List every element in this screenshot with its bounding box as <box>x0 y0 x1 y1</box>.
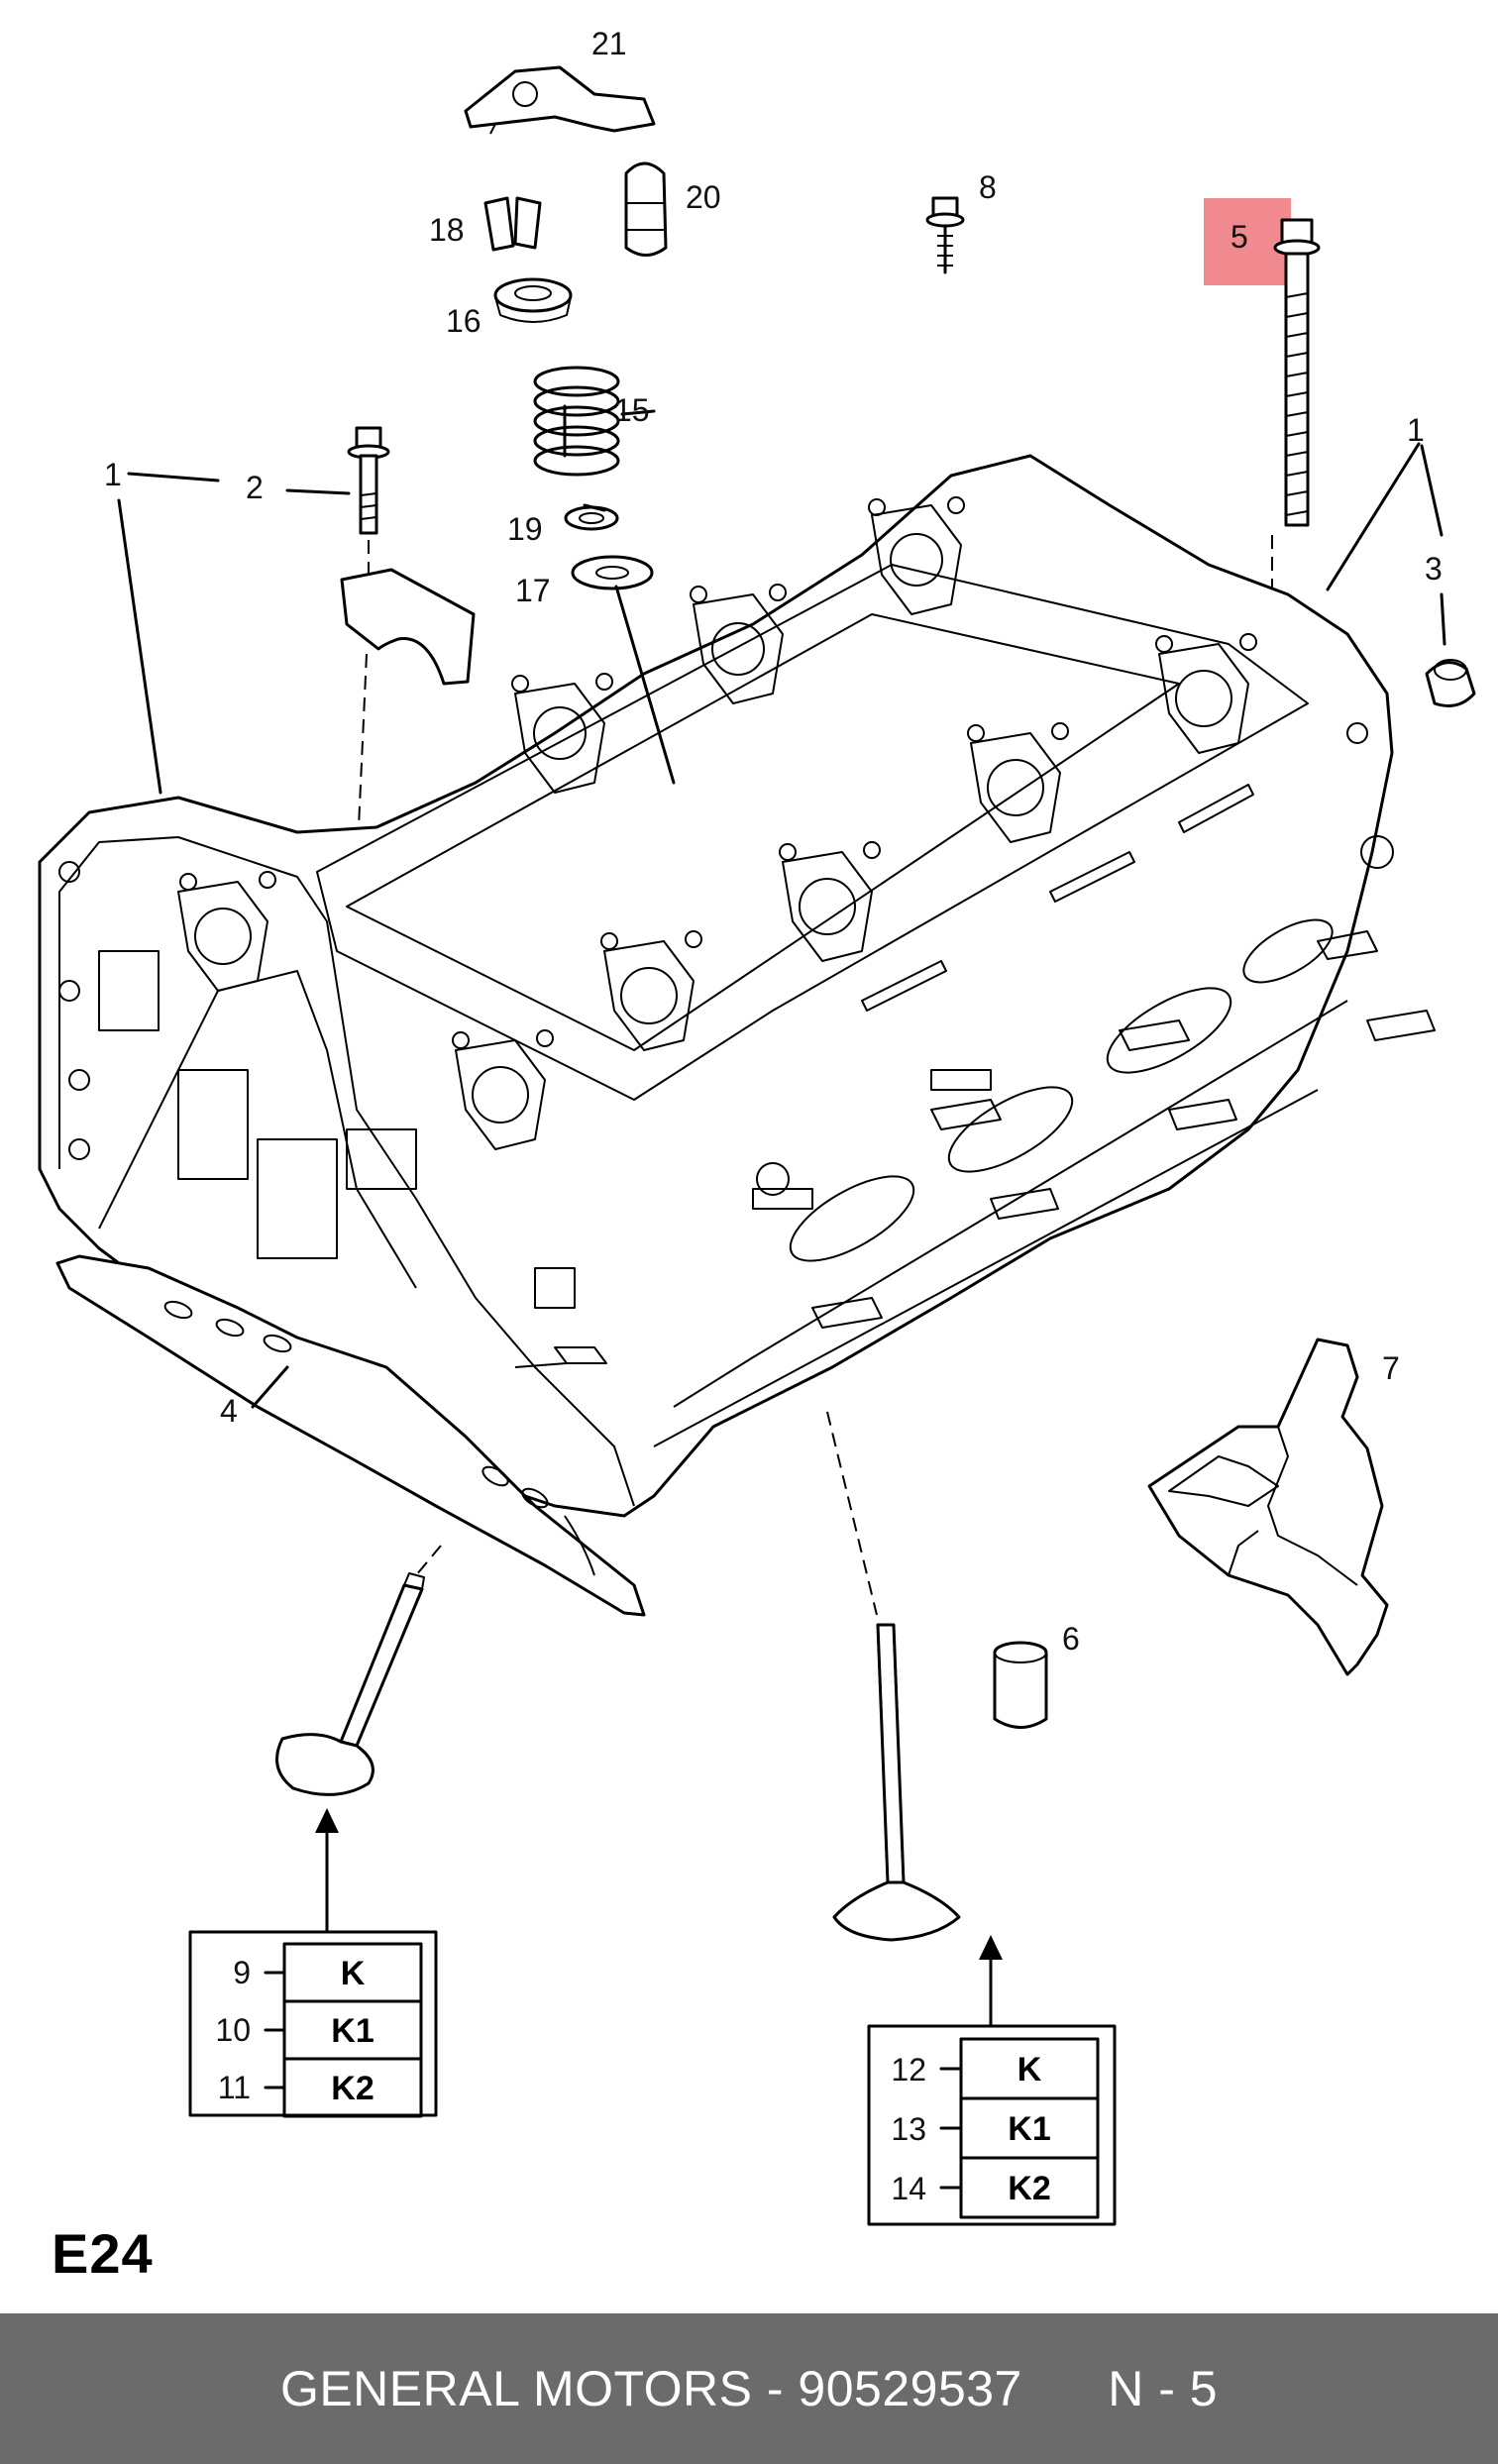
right-valve <box>826 1411 961 1942</box>
part-18-valve-collets <box>483 196 542 252</box>
page-code: E24 <box>52 2222 154 2285</box>
callout-18: 18 <box>429 212 465 248</box>
footer-bar: GENERAL MOTORS - 90529537 N - 5 <box>0 2313 1498 2464</box>
part-2-cap-bolt <box>347 426 390 575</box>
part-5-highlight <box>1204 198 1291 285</box>
camshaft-bearing-cap <box>340 568 476 828</box>
callout-6: 6 <box>1062 1621 1080 1657</box>
right-valve-arrow <box>979 1935 1003 2028</box>
part-4-head-gasket <box>55 1254 646 1617</box>
callout-3: 3 <box>1425 551 1443 587</box>
callout-15: 15 <box>614 392 650 428</box>
left-valve-code-table: 9 K 10 K1 11 K2 <box>188 1930 438 2118</box>
footer-part-info: GENERAL MOTORS - 90529537 N - 5 <box>279 2361 1219 2416</box>
part-6-dowel-sleeve <box>993 1641 1048 1729</box>
callout-2: 2 <box>246 470 264 505</box>
left-table-code: K1 <box>331 2012 374 2050</box>
part-19-valve-stem-seal <box>564 505 619 531</box>
left-table-num: 9 <box>233 1955 251 1990</box>
right-table-code: K <box>1017 2051 1042 2089</box>
callout-19: 19 <box>507 511 543 547</box>
left-table-row: 9 K <box>233 1942 423 2003</box>
part-7-bracket <box>1147 1338 1389 1676</box>
right-table-num: 14 <box>891 2171 926 2206</box>
part-8-bolt <box>925 196 965 274</box>
part-17-spring-seat <box>571 555 654 590</box>
part-3-plug <box>1425 659 1476 707</box>
left-valve-arrow <box>315 1808 339 1934</box>
part-20-hydraulic-lifter <box>624 161 668 257</box>
callout-8: 8 <box>979 169 997 205</box>
right-table-num: 13 <box>891 2111 926 2147</box>
callout-1-left: 1 <box>104 457 122 492</box>
callout-17: 17 <box>515 573 551 608</box>
callout-21: 21 <box>591 26 627 61</box>
callout-4: 4 <box>220 1393 238 1429</box>
cylinder-head-exploded-diagram: 9 K 10 K1 11 K2 12 K 13 K1 <box>38 26 1476 2226</box>
callout-5: 5 <box>1230 219 1248 255</box>
part-21-rocker-arm <box>464 65 656 135</box>
callout-labels: 21 20 18 8 5 16 15 1 2 1 19 3 17 7 4 6 <box>104 26 1443 1657</box>
right-table-row: 12 K <box>891 2037 1100 2100</box>
left-table-code: K <box>341 1955 366 1992</box>
right-table-code: K1 <box>1008 2110 1050 2148</box>
right-table-row: 13 K1 <box>891 2096 1100 2160</box>
cylinder-head-body <box>38 454 1436 1518</box>
callout-16: 16 <box>446 303 482 339</box>
right-valve-code-table: 12 K 13 K1 14 K2 <box>867 2024 1117 2226</box>
leader-lines <box>117 404 1446 1409</box>
left-table-num: 11 <box>218 2070 251 2105</box>
left-table-row: 10 K1 <box>215 1999 423 2061</box>
right-table-row: 14 K2 <box>891 2156 1100 2219</box>
part-16-spring-retainer <box>493 277 573 323</box>
callout-1-right: 1 <box>1407 412 1425 448</box>
right-table-num: 12 <box>891 2052 926 2088</box>
left-table-num: 10 <box>215 2012 251 2048</box>
part-5-cylinder-head-bolt <box>1271 218 1321 644</box>
left-valve <box>275 1545 442 1796</box>
part-15-valve-spring <box>533 366 620 477</box>
left-table-row: 11 K2 <box>218 2057 423 2118</box>
callout-20: 20 <box>686 179 721 215</box>
callout-7: 7 <box>1382 1350 1400 1386</box>
right-table-code: K2 <box>1008 2170 1050 2207</box>
left-table-code: K2 <box>331 2070 374 2107</box>
